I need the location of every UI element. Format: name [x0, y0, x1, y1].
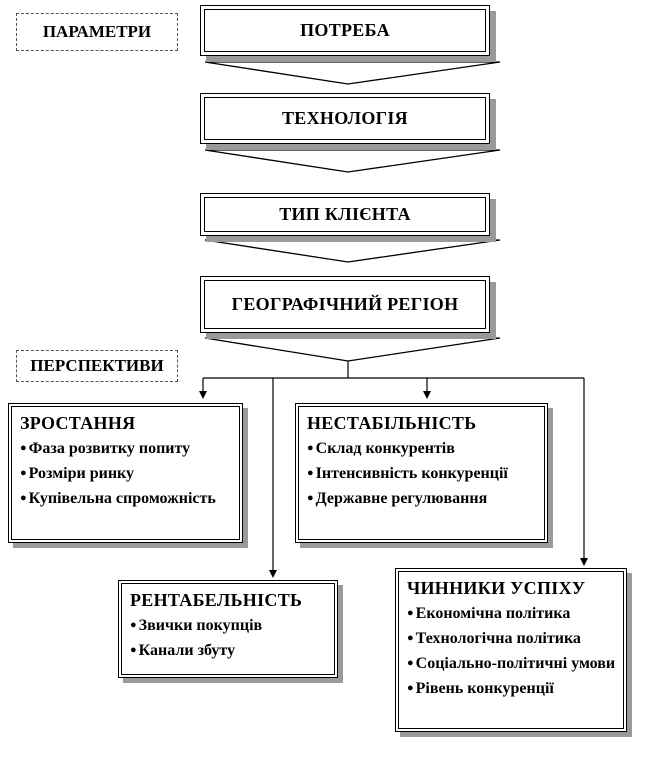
list-item: Інтенсивність конкуренції — [307, 462, 537, 487]
branch-lines — [202, 361, 585, 572]
list-item: Соціально-політичні умови — [407, 652, 616, 677]
perspectives-label: ПЕРСПЕКТИВИ — [16, 350, 178, 382]
box-instability-title: НЕСТАБІЛЬНІСТЬ — [307, 413, 477, 433]
arrow-3 — [204, 239, 501, 263]
flow-box-client-type: ТИП КЛІЄНТА — [200, 193, 490, 236]
flow-arrows — [204, 61, 501, 362]
list-item: Склад конкурентів — [307, 437, 537, 462]
list-item: Купівельна спроможність — [20, 487, 232, 512]
arrow-heads — [199, 391, 588, 578]
flow-box-technology: ТЕХНОЛОГІЯ — [200, 93, 490, 144]
list-item: Розміри ринку — [20, 462, 232, 487]
list-item: Технологічна політика — [407, 627, 616, 652]
list-item: Канали збуту — [130, 639, 327, 664]
box-growth: ЗРОСТАННЯ Фаза розвитку попиту Розміри р… — [8, 403, 243, 543]
arrow-1 — [204, 61, 501, 85]
list-item: Фаза розвитку попиту — [20, 437, 232, 462]
arrow-4 — [204, 337, 501, 362]
list-item: Звички покупців — [130, 614, 327, 639]
box-profitability: РЕНТАБЕЛЬНІСТЬ Звички покупців Канали зб… — [118, 580, 338, 678]
box-growth-title: ЗРОСТАННЯ — [20, 413, 136, 433]
flow-box-geographic-region: ГЕОГРАФІЧНИЙ РЕГІОН — [200, 276, 490, 333]
flow-box-need: ПОТРЕБА — [200, 5, 490, 56]
parameters-label: ПАРАМЕТРИ — [16, 13, 178, 51]
box-profitability-title: РЕНТАБЕЛЬНІСТЬ — [130, 590, 303, 610]
list-item: Рівень конкуренції — [407, 677, 616, 702]
list-item: Державне регулювання — [307, 487, 537, 512]
box-success-factors: ЧИННИКИ УСПІХУ Економічна політика Техно… — [395, 568, 627, 732]
list-item: Економічна політика — [407, 602, 616, 627]
box-success-factors-title: ЧИННИКИ УСПІХУ — [407, 578, 586, 598]
box-instability: НЕСТАБІЛЬНІСТЬ Склад конкурентів Інтенси… — [295, 403, 548, 543]
arrow-2 — [204, 149, 501, 173]
